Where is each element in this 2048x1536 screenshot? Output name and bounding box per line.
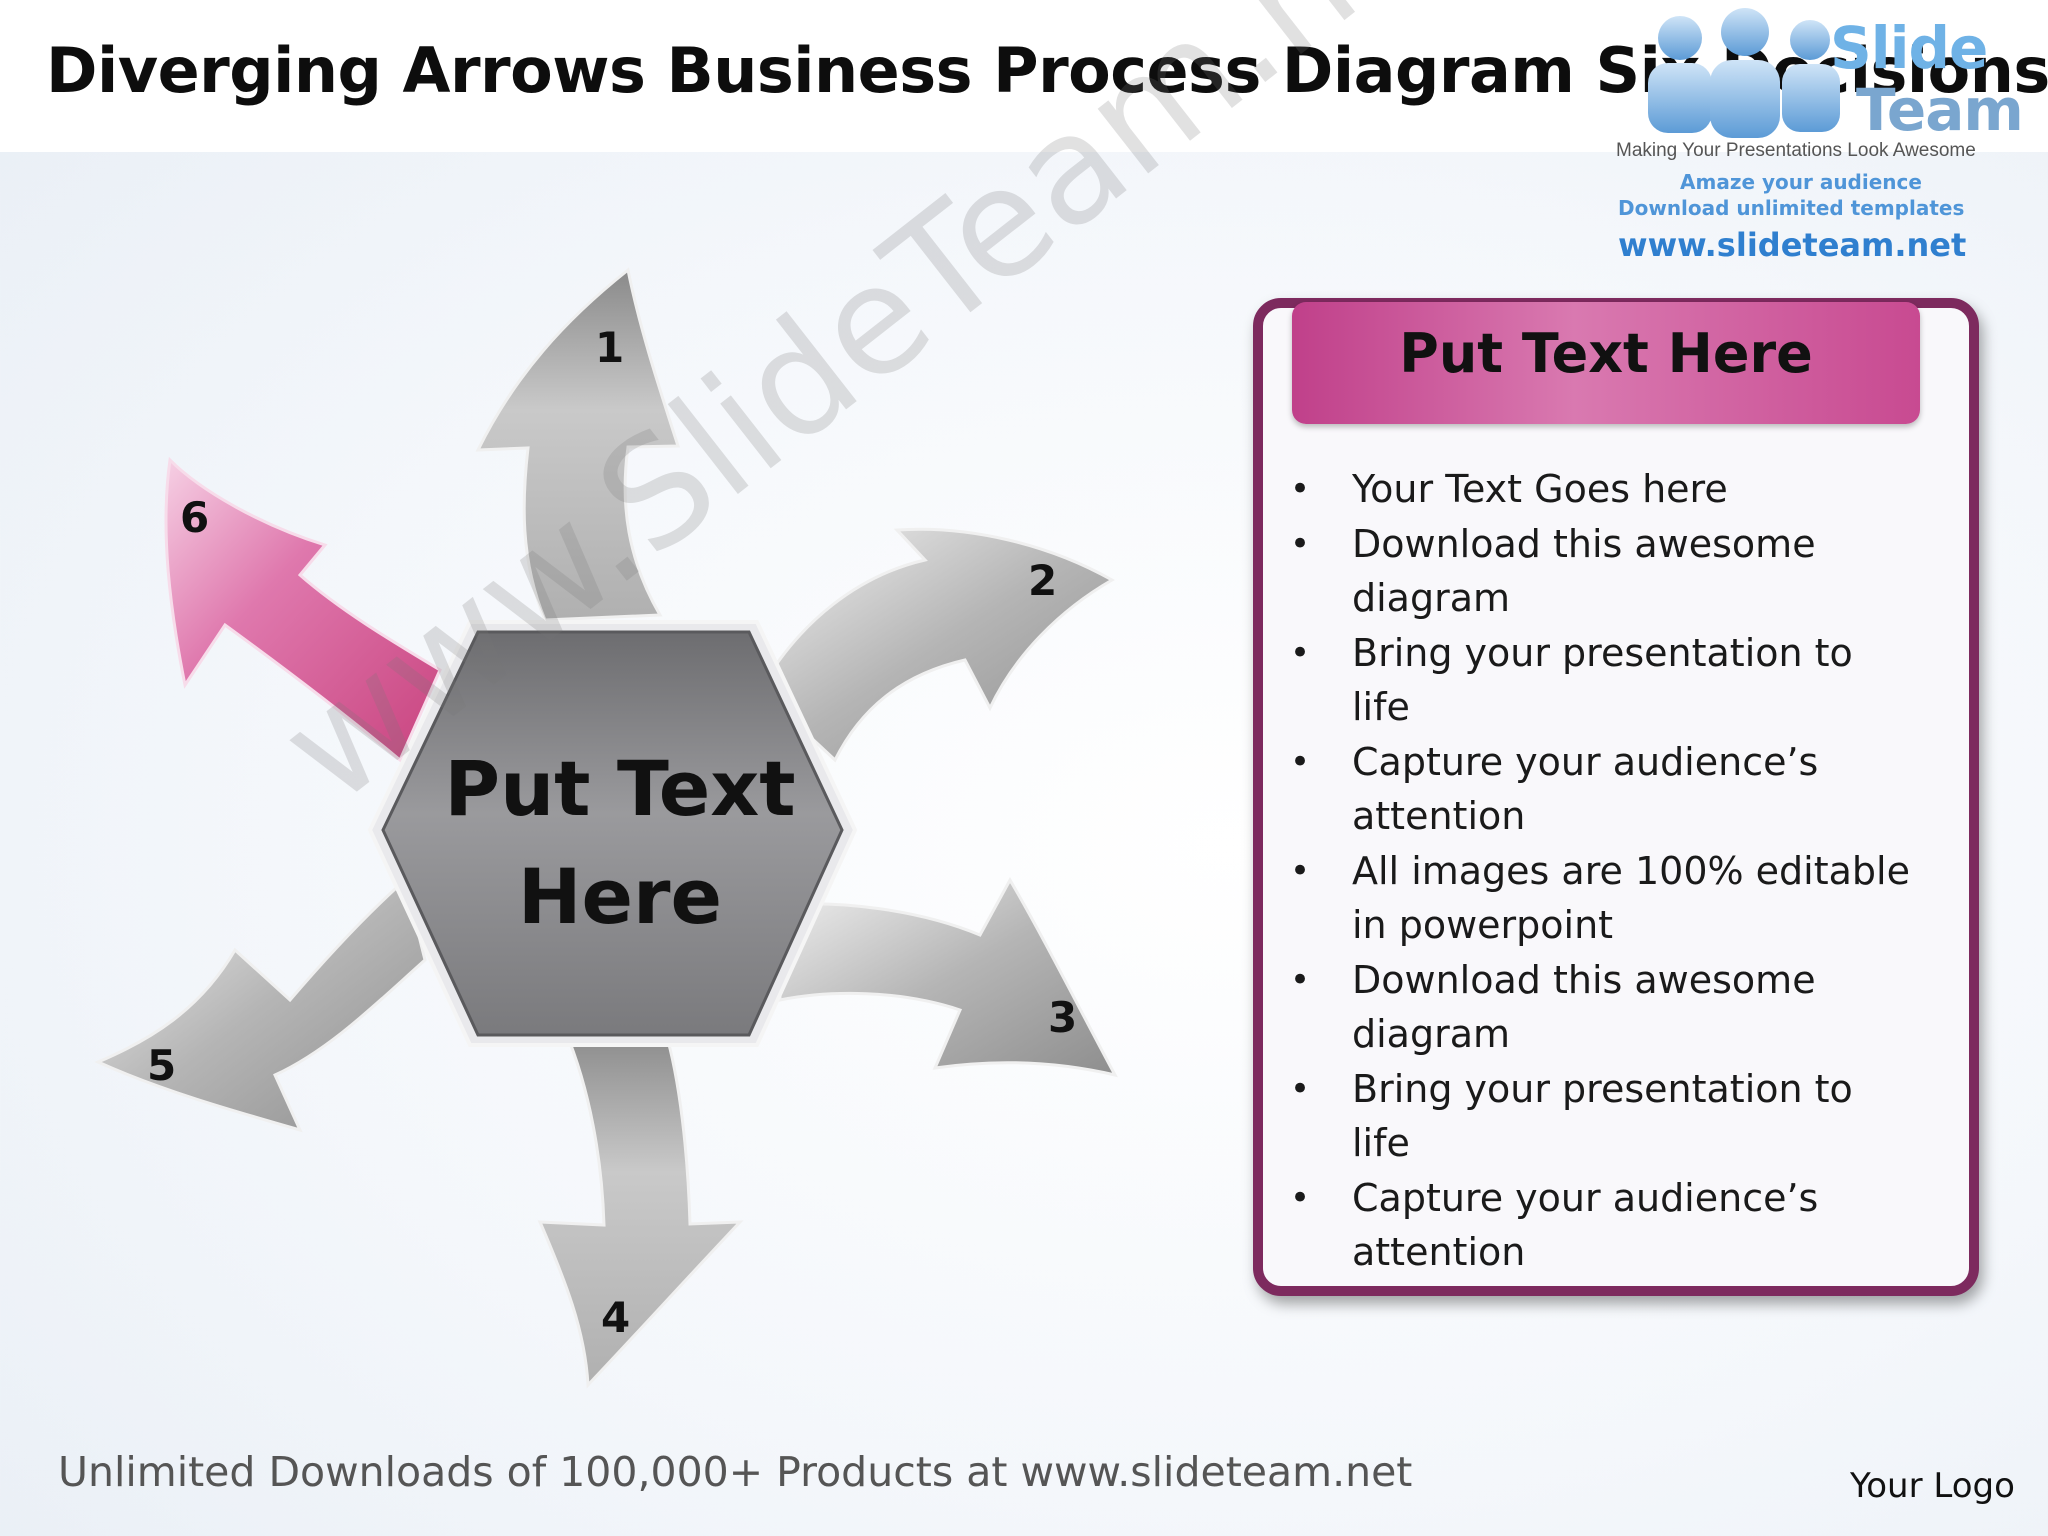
- bullet-icon: •: [1290, 632, 1311, 673]
- list-item-text: Download this awesome diagram: [1352, 521, 1816, 621]
- list-item-text: Your Text Goes here: [1352, 467, 1728, 511]
- center-text-line-2: Here: [517, 852, 723, 941]
- center-hexagon-inner: [381, 630, 844, 1037]
- center-text-line-1: Put Text: [444, 744, 796, 833]
- bullet-icon: •: [1290, 741, 1311, 782]
- list-item: • Download this awesome diagram: [1282, 517, 1922, 626]
- center-text: Put Text Here: [400, 735, 840, 951]
- arrow-4: [537, 1028, 744, 1389]
- bullet-icon: •: [1290, 1068, 1311, 1109]
- arrow-5-label: 5: [147, 1041, 176, 1090]
- bullet-icon: •: [1290, 469, 1311, 509]
- arrow-3-label: 3: [1048, 993, 1077, 1042]
- logo-promo-1: Amaze your audience: [1680, 170, 1922, 194]
- arrow-1-label: 1: [595, 323, 624, 372]
- bullet-list: • Your Text Goes here • Download this awes…: [1282, 462, 1922, 1280]
- arrow-6-label: 6: [180, 493, 209, 542]
- bullet-icon: •: [1290, 1177, 1311, 1218]
- list-item-text: Bring your presentation to life: [1352, 1066, 1853, 1166]
- arrow-2-label: 2: [1028, 556, 1057, 605]
- list-item: • Bring your presentation to life: [1282, 626, 1922, 735]
- list-item-text: All images are 100% editable in powerpoi…: [1352, 848, 1910, 948]
- bullet-icon: •: [1290, 850, 1311, 891]
- arrow-3: [778, 876, 1118, 1078]
- bullet-icon: •: [1290, 523, 1311, 564]
- footer-text: Unlimited Downloads of 100,000+ Products…: [58, 1448, 1413, 1496]
- text-panel-header: [1292, 302, 1920, 424]
- list-item: • Capture your audience’s attention: [1282, 1171, 1922, 1280]
- arrow-4-label: 4: [601, 1293, 630, 1342]
- logo-tagline: Making Your Presentations Look Awesome: [1616, 140, 1976, 161]
- list-item-text: Capture your audience’s attention: [1352, 739, 1819, 839]
- bullet-icon: •: [1290, 959, 1311, 1000]
- your-logo-text: Your Logo: [1850, 1466, 2015, 1506]
- text-panel: [1253, 298, 1979, 1296]
- arrow-2: [758, 527, 1116, 763]
- list-item: • Your Text Goes here: [1282, 462, 1922, 517]
- arrow-6: [164, 456, 442, 763]
- list-item: • All images are 100% editable in powerpo…: [1282, 844, 1922, 953]
- arrow-1: [475, 267, 681, 622]
- brand-slide: Slide: [1830, 14, 1988, 82]
- people-logo-icon: [1648, 8, 1840, 138]
- list-item-text: Capture your audience’s attention: [1352, 1175, 1819, 1275]
- slideteam-logo: Slide Team Making Your Presentations Loo…: [1600, 8, 2030, 268]
- list-item-text: Download this awesome diagram: [1352, 957, 1816, 1057]
- list-item: • Download this awesome diagram: [1282, 953, 1922, 1062]
- logo-promo-2: Download unlimited templates: [1618, 196, 1965, 220]
- text-panel-title: Put Text Here: [1399, 322, 1813, 385]
- brand-team: Team: [1856, 76, 2024, 144]
- list-item: • Bring your presentation to life: [1282, 1062, 1922, 1171]
- logo-url[interactable]: www.slideteam.net: [1618, 226, 1967, 264]
- arrow-5: [94, 877, 427, 1133]
- list-item: • Capture your audience’s attention: [1282, 735, 1922, 844]
- list-item-text: Bring your presentation to life: [1352, 630, 1853, 730]
